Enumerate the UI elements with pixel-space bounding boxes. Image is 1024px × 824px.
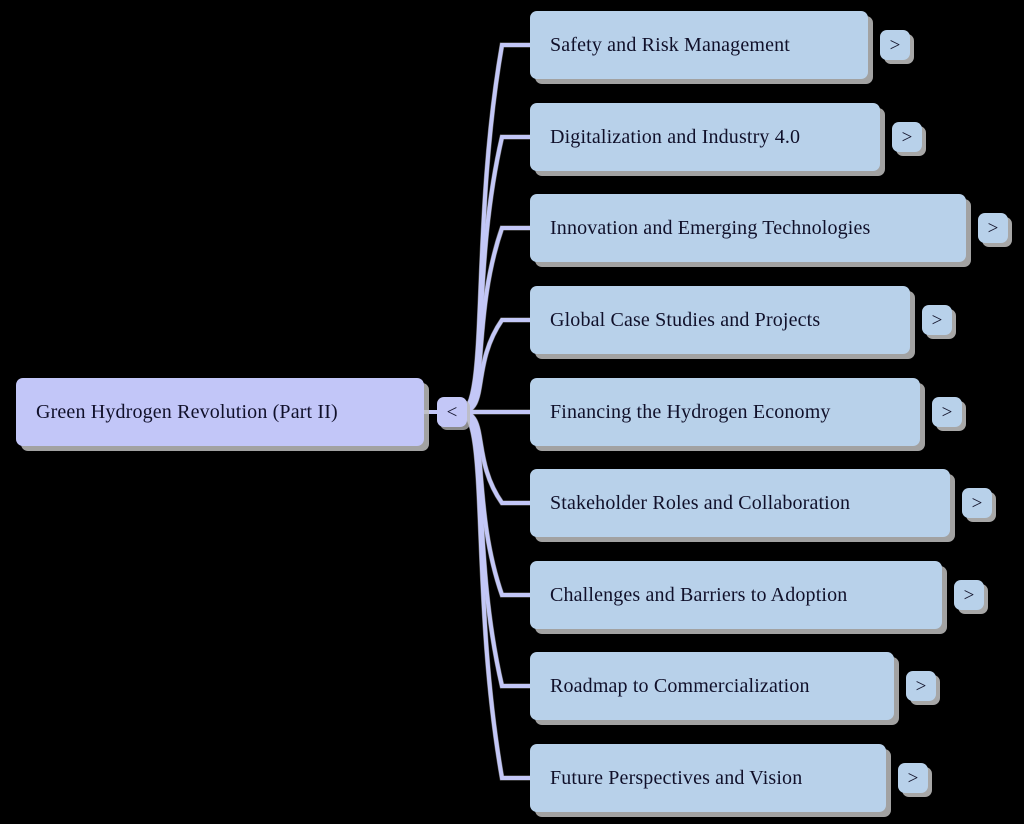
chevron-right-icon: > (971, 492, 983, 514)
connector-shadow (457, 409, 533, 781)
child-node[interactable]: Digitalization and Industry 4.0 (530, 103, 880, 171)
connector-shadow (457, 134, 533, 415)
connector-line (458, 410, 532, 780)
connector-shadow (457, 225, 533, 415)
chevron-right-icon: > (907, 767, 919, 789)
connector-shadow (457, 409, 533, 598)
child-node-label: Stakeholder Roles and Collaboration (550, 492, 851, 514)
child-node-label: Roadmap to Commercialization (550, 675, 810, 697)
chevron-right-icon: > (941, 401, 953, 423)
connector-shadow (457, 409, 533, 689)
child-node-label: Innovation and Emerging Technologies (550, 217, 871, 239)
child-node[interactable]: Stakeholder Roles and Collaboration (530, 469, 950, 537)
child-node-label: Global Case Studies and Projects (550, 309, 821, 331)
chevron-right-icon: > (915, 675, 927, 697)
child-node[interactable]: Innovation and Emerging Technologies (530, 194, 966, 262)
connector-line (458, 410, 532, 688)
chevron-right-icon: > (901, 126, 913, 148)
child-node[interactable]: Global Case Studies and Projects (530, 286, 910, 354)
connector-line (458, 410, 532, 505)
expand-child-button[interactable]: > (892, 122, 922, 152)
expand-child-button[interactable]: > (978, 213, 1008, 243)
expand-child-button[interactable]: > (880, 30, 910, 60)
child-node[interactable]: Future Perspectives and Vision (530, 744, 886, 812)
expand-child-button[interactable]: > (962, 488, 992, 518)
chevron-right-icon: > (963, 584, 975, 606)
child-node[interactable]: Roadmap to Commercialization (530, 652, 894, 720)
child-node-label: Challenges and Barriers to Adoption (550, 584, 848, 606)
connector-line (458, 410, 532, 597)
expand-child-button[interactable]: > (898, 763, 928, 793)
chevron-left-icon: < (446, 401, 458, 423)
child-node[interactable]: Financing the Hydrogen Economy (530, 378, 920, 446)
connector-shadow (457, 42, 533, 415)
root-node-label: Green Hydrogen Revolution (Part II) (36, 401, 338, 423)
child-node[interactable]: Challenges and Barriers to Adoption (530, 561, 942, 629)
expand-child-button[interactable]: > (954, 580, 984, 610)
collapse-root-button[interactable]: < (437, 397, 467, 427)
chevron-right-icon: > (987, 217, 999, 239)
connector-line (458, 226, 532, 414)
child-node-label: Future Perspectives and Vision (550, 767, 803, 789)
connector-line (458, 43, 532, 414)
chevron-right-icon: > (889, 34, 901, 56)
chevron-right-icon: > (931, 309, 943, 331)
child-node-label: Digitalization and Industry 4.0 (550, 126, 801, 148)
connector-line (458, 318, 532, 414)
root-node[interactable]: Green Hydrogen Revolution (Part II) (16, 378, 424, 446)
expand-child-button[interactable]: > (906, 671, 936, 701)
connector-shadow (457, 409, 533, 506)
child-node-label: Safety and Risk Management (550, 34, 790, 56)
child-node[interactable]: Safety and Risk Management (530, 11, 868, 79)
child-node-label: Financing the Hydrogen Economy (550, 401, 831, 423)
connector-line (458, 135, 532, 414)
expand-child-button[interactable]: > (922, 305, 952, 335)
expand-child-button[interactable]: > (932, 397, 962, 427)
connector-shadow (457, 317, 533, 415)
